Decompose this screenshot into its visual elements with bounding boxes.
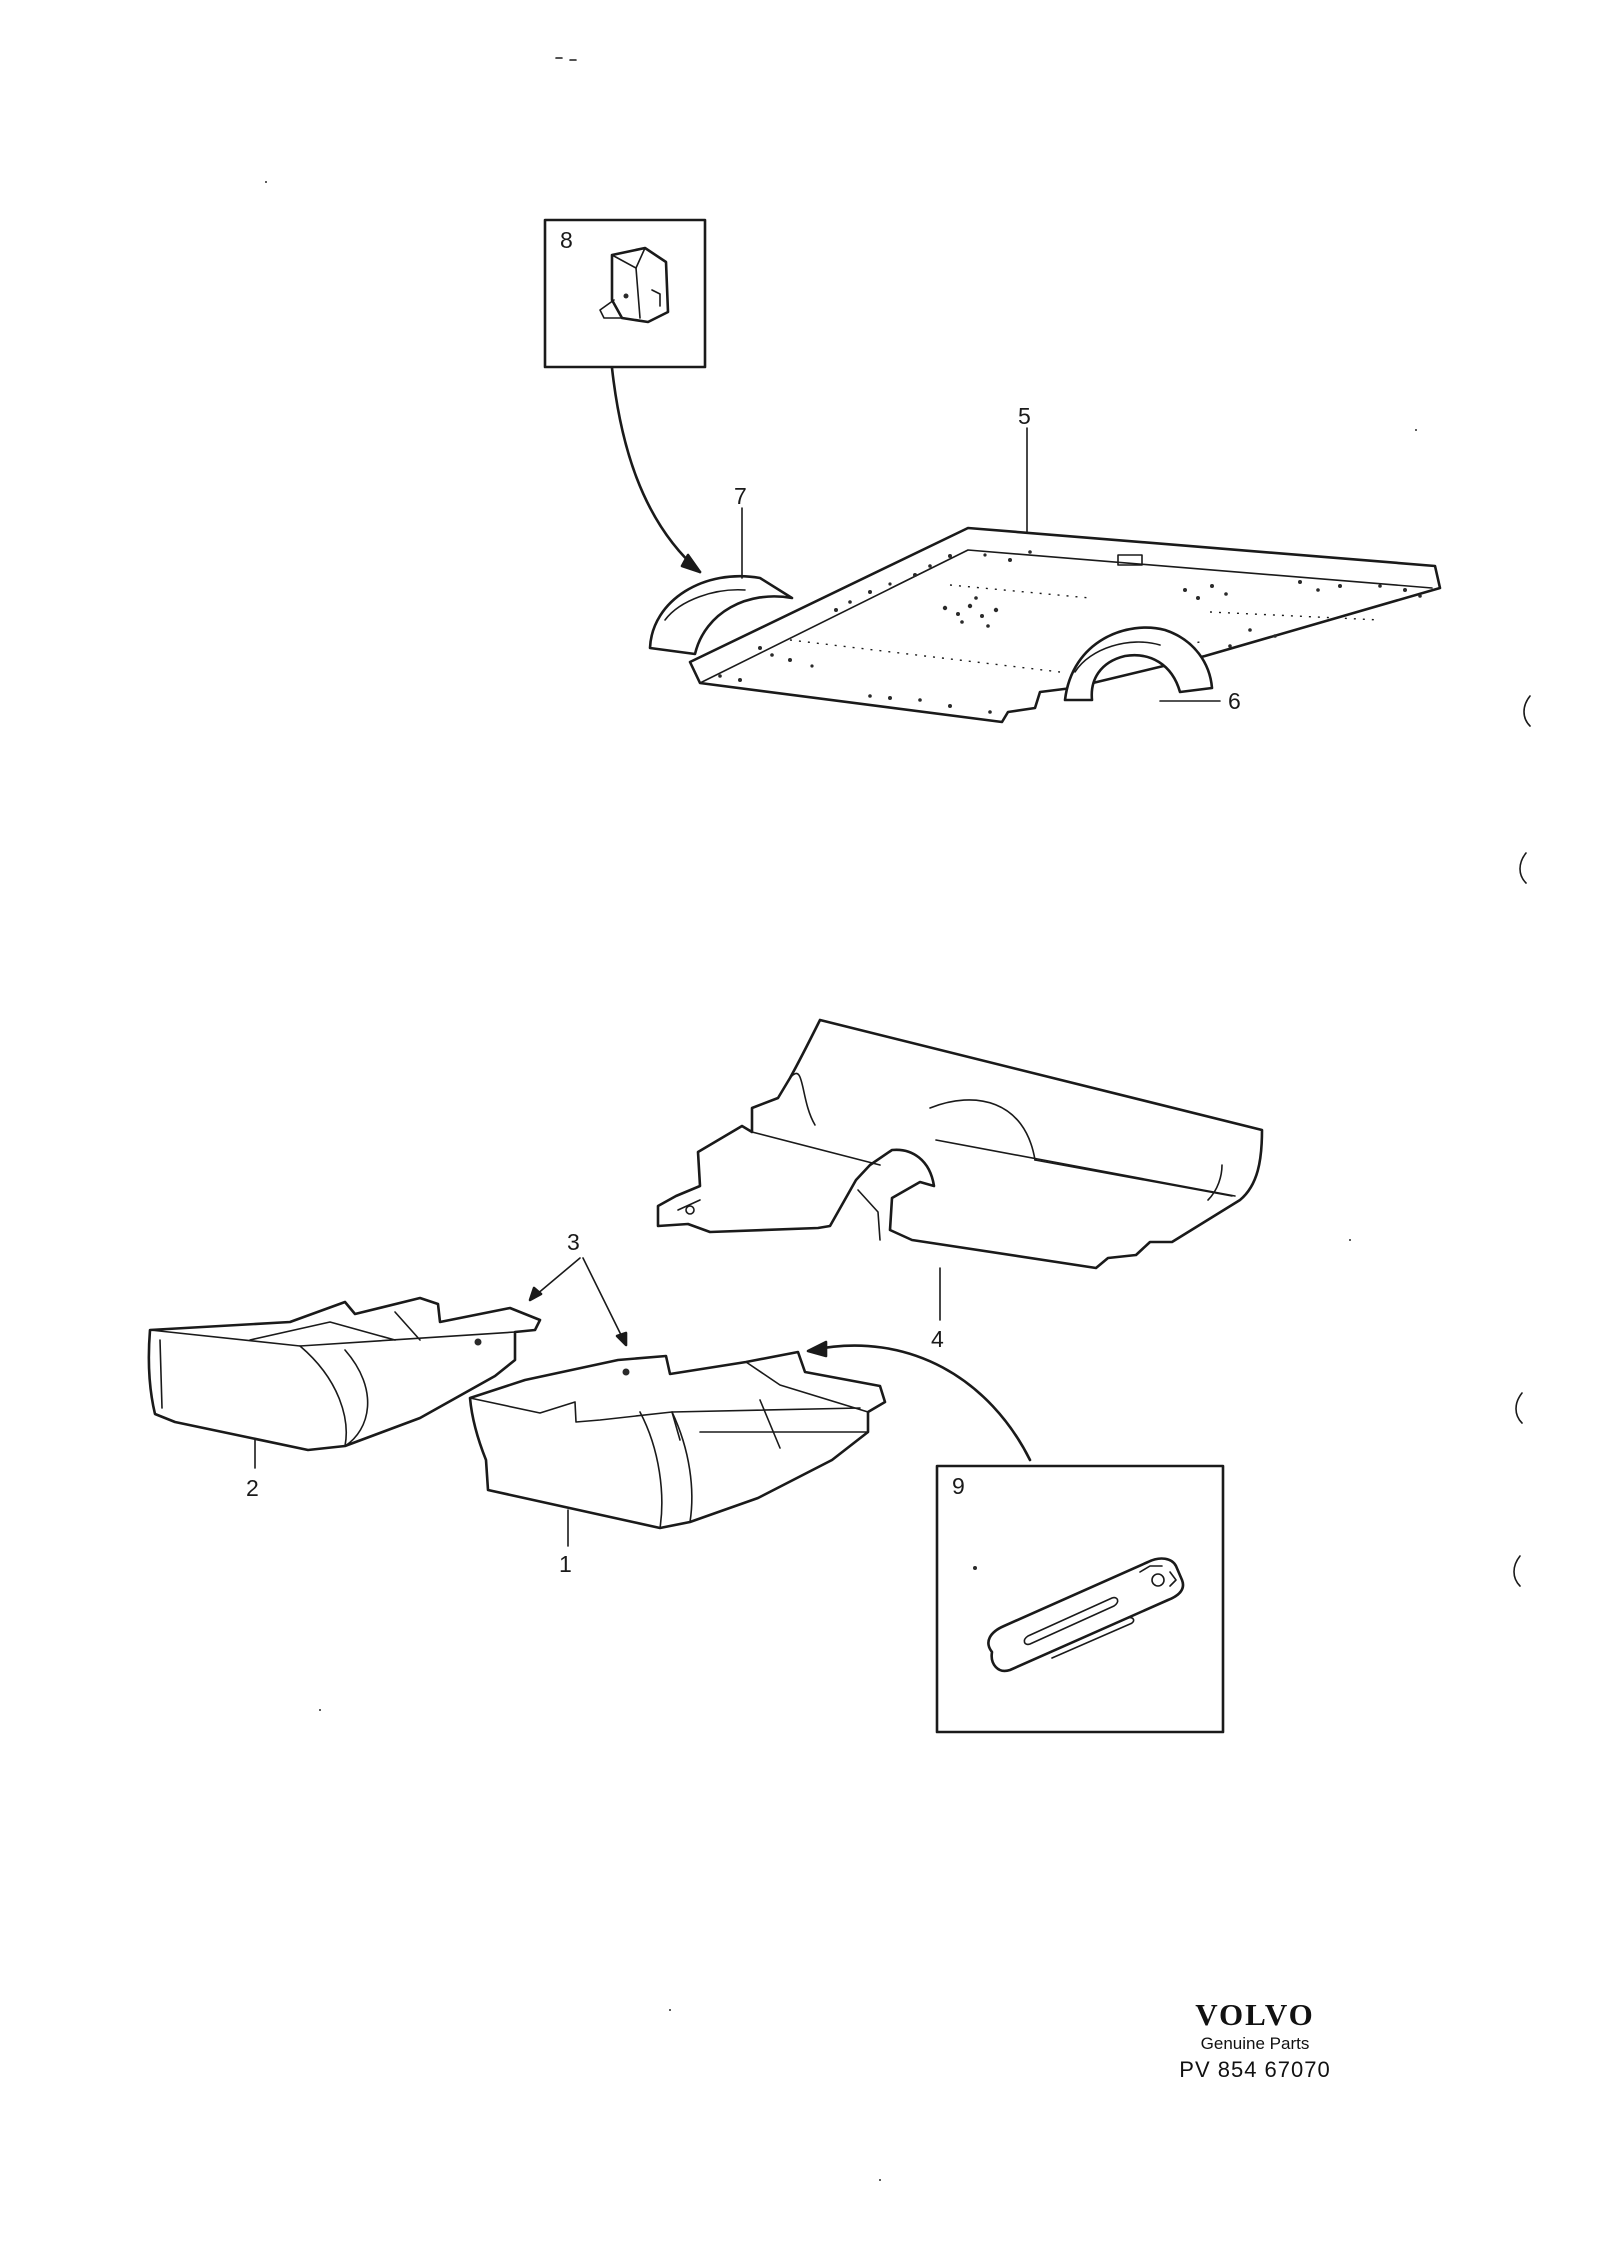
rubber-mat-1 bbox=[468, 1350, 887, 1530]
callout-6: 6 bbox=[1228, 688, 1241, 714]
wheel-arch-7 bbox=[648, 574, 794, 656]
callout-9: 9 bbox=[952, 1473, 965, 1499]
clip-part-8 bbox=[599, 246, 670, 324]
detail-box-9: 9 bbox=[935, 1464, 1225, 1734]
arrowhead-9 bbox=[806, 1340, 828, 1358]
wheel-arch-6 bbox=[1063, 626, 1214, 702]
leader-3b bbox=[582, 1257, 627, 1346]
pointer-arrow-9 bbox=[810, 1344, 1032, 1462]
arrowhead-8 bbox=[680, 553, 702, 574]
volvo-logo: VOLVO bbox=[1195, 1997, 1315, 2032]
pointer-arrow-8 bbox=[610, 366, 702, 574]
retaining-strip-9 bbox=[987, 1557, 1185, 1673]
callout-3: 3 bbox=[567, 1229, 580, 1255]
callout-5: 5 bbox=[1018, 403, 1031, 429]
brand-subtitle: Genuine Parts bbox=[1200, 2034, 1310, 2053]
callout-7: 7 bbox=[734, 483, 747, 509]
detail-box-8: 8 bbox=[543, 218, 707, 574]
callout-8: 8 bbox=[560, 227, 573, 253]
part-catalog-code: PV 854 67070 bbox=[1179, 2057, 1331, 2082]
rear-floor-carpet-5 bbox=[688, 526, 1442, 724]
rubber-mat-2 bbox=[147, 1296, 542, 1452]
callout-2: 2 bbox=[246, 1475, 259, 1501]
scan-marks bbox=[265, 57, 1531, 2181]
callout-1: 1 bbox=[559, 1551, 572, 1577]
carpet-texture bbox=[718, 550, 1422, 714]
front-floor-carpet-4 bbox=[656, 1018, 1264, 1270]
callout-4: 4 bbox=[931, 1326, 944, 1352]
brand-block: VOLVO Genuine Parts PV 854 67070 bbox=[1130, 1997, 1380, 2085]
